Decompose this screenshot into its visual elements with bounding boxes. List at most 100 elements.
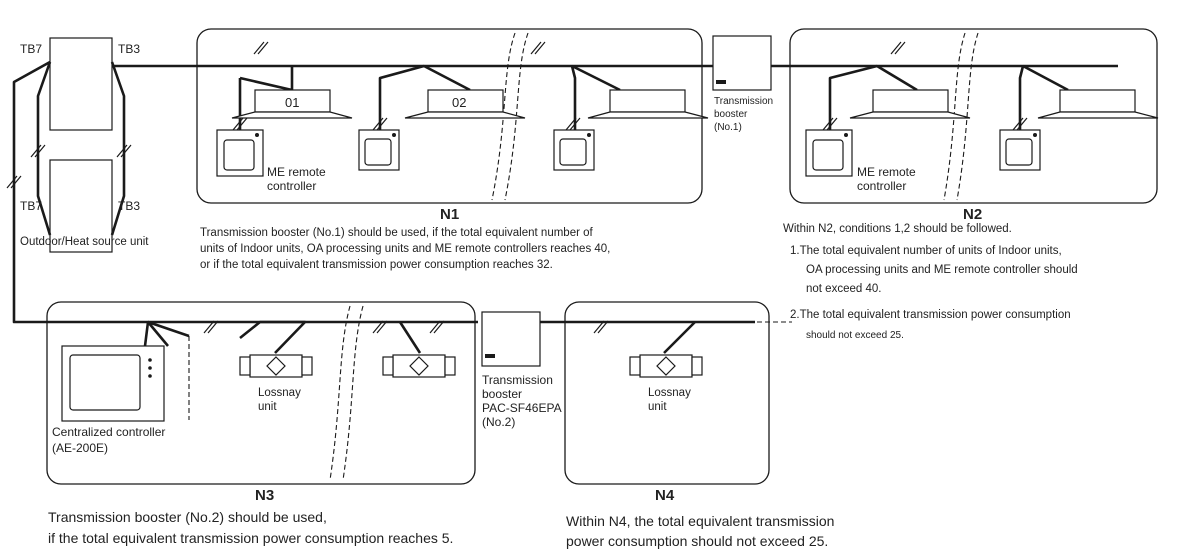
outdoor-unit-group: TB7 TB3 TB7 TB3 Outdoor/Heat source unit xyxy=(6,37,149,324)
n4-boundary xyxy=(564,301,770,485)
booster-label-icon xyxy=(485,354,495,358)
n1-note-line-3: or if the total equivalent transmission … xyxy=(200,259,553,271)
n3-title: N3 xyxy=(255,487,274,504)
remote-screen xyxy=(559,138,587,166)
unit3-branch xyxy=(570,64,621,150)
n2-remote-label-1: ME remote xyxy=(857,165,916,179)
wire-mark xyxy=(372,320,388,334)
tb7-bottom-label: TB7 xyxy=(20,199,42,213)
outdoor-unit-bottom xyxy=(49,159,113,253)
split-mark xyxy=(504,32,529,201)
n1-note-line-2: units of Indoor units, OA processing uni… xyxy=(200,243,610,255)
n1-remote-label-2: controller xyxy=(267,179,316,193)
centralized-controller-screen xyxy=(69,354,141,411)
outdoor-link-right xyxy=(110,61,126,236)
n3-central-branch xyxy=(52,320,190,347)
indoor-unit-panel xyxy=(1037,111,1159,119)
tb7-top-label: TB7 xyxy=(20,42,42,56)
wire-mark xyxy=(372,117,388,131)
booster-1-label-2: booster xyxy=(714,109,748,120)
wire-mark xyxy=(530,41,546,55)
split-mark xyxy=(342,305,364,481)
wire-mark xyxy=(593,320,609,334)
n2-note-line-6: should not exceed 25. xyxy=(806,330,904,341)
lossnay-duct xyxy=(301,356,313,376)
led-icon xyxy=(392,133,396,137)
outdoor-unit-top xyxy=(49,37,113,131)
indoor-unit-panel xyxy=(587,111,709,119)
wire-mark xyxy=(6,175,22,189)
wire-mark xyxy=(1012,117,1028,131)
wire-mark xyxy=(253,41,269,55)
outdoor-link-left xyxy=(36,61,52,236)
lossnay-label-1: Lossnay xyxy=(258,387,301,399)
wire-mark xyxy=(30,144,46,158)
lossnay2-branch xyxy=(398,321,422,354)
indoor-unit xyxy=(872,89,949,113)
n4-lossnay-label-1: Lossnay xyxy=(648,387,691,399)
led-icon xyxy=(587,133,591,137)
n2-boundary xyxy=(789,28,1158,204)
button-icon xyxy=(148,374,152,378)
tb7-line-to-n3 xyxy=(12,60,52,324)
booster-2-label-2: booster xyxy=(482,387,522,401)
button-icon xyxy=(148,358,152,362)
n2-remote-label-2: controller xyxy=(857,179,906,193)
n3-note-line-2: if the total equivalent transmission pow… xyxy=(48,530,453,546)
led-icon xyxy=(844,133,848,137)
lossnay-label-2: unit xyxy=(258,401,277,413)
n2-note-line-5: 2.The total equivalent transmission powe… xyxy=(790,309,1071,321)
n4-lossnay-label-2: unit xyxy=(648,401,667,413)
lossnay-duct xyxy=(444,356,456,376)
transmission-booster-2: Transmission booster PAC-SF46EPA (No.2) xyxy=(481,311,562,429)
n4-lossnay-branch xyxy=(663,321,696,354)
network-n3: Centralized controller (AE-200E) Lossnay… xyxy=(46,301,478,546)
n2-note-line-2: 1.The total equivalent number of units o… xyxy=(790,245,1062,257)
lossnay-duct xyxy=(629,356,641,376)
remote-screen xyxy=(364,138,392,166)
tb3-bottom-label: TB3 xyxy=(118,199,140,213)
wire-mark xyxy=(565,117,581,131)
button-icon xyxy=(148,366,152,370)
booster-2-label-4: (No.2) xyxy=(482,415,515,429)
wire-mark xyxy=(232,117,248,131)
split-mark xyxy=(943,32,966,201)
n1-remote-label-1: ME remote xyxy=(267,165,326,179)
me-remote-screen xyxy=(812,139,844,171)
wire-mark xyxy=(116,144,132,158)
wire-mark xyxy=(890,41,906,55)
indoor-unit-01-label: 01 xyxy=(285,95,299,110)
wire-mark xyxy=(822,117,838,131)
n1-note-line-1: Transmission booster (No.1) should be us… xyxy=(200,227,594,239)
indoor-unit-01-panel xyxy=(231,111,353,119)
lossnay-duct xyxy=(239,356,251,376)
n2-note-line-1: Within N2, conditions 1,2 should be foll… xyxy=(783,223,1012,235)
central-controller-label-1: Centralized controller xyxy=(52,425,165,439)
booster-2-label-1: Transmission xyxy=(482,373,553,387)
booster-1-label-1: Transmission xyxy=(714,96,773,107)
n4-note-line-2: power consumption should not exceed 25. xyxy=(566,533,828,549)
n3-boundary xyxy=(46,301,476,485)
heat-exchanger-icon xyxy=(409,356,429,376)
split-mark xyxy=(956,32,979,201)
split-mark xyxy=(491,32,516,201)
heat-exchanger-icon xyxy=(656,356,676,376)
n4-title: N4 xyxy=(655,487,675,504)
tb3-top-label: TB3 xyxy=(118,42,140,56)
n4-note-line-1: Within N4, the total equivalent transmis… xyxy=(566,513,834,529)
network-n4: Lossnay unit N4 Within N4, the total equ… xyxy=(540,301,834,549)
lossnay1-branch xyxy=(239,320,307,354)
lossnay-duct xyxy=(382,356,394,376)
transmission-booster-1: Transmission booster (No.1) xyxy=(712,35,773,133)
wire-mark xyxy=(203,320,219,334)
led-icon xyxy=(255,133,259,137)
network-n1: 01 ME remote controller 02 N1 Transmissi… xyxy=(112,28,715,271)
booster-label-icon xyxy=(716,80,726,84)
network-n2: ME remote controller N2 Within N2, condi… xyxy=(771,28,1159,341)
led-icon xyxy=(1033,133,1037,137)
wire-mark xyxy=(429,320,445,334)
indoor-unit-02-label: 02 xyxy=(452,95,466,110)
booster-2-label-3: PAC-SF46EPA xyxy=(482,401,562,415)
me-remote-screen xyxy=(223,139,255,171)
indoor-unit xyxy=(1059,89,1136,113)
